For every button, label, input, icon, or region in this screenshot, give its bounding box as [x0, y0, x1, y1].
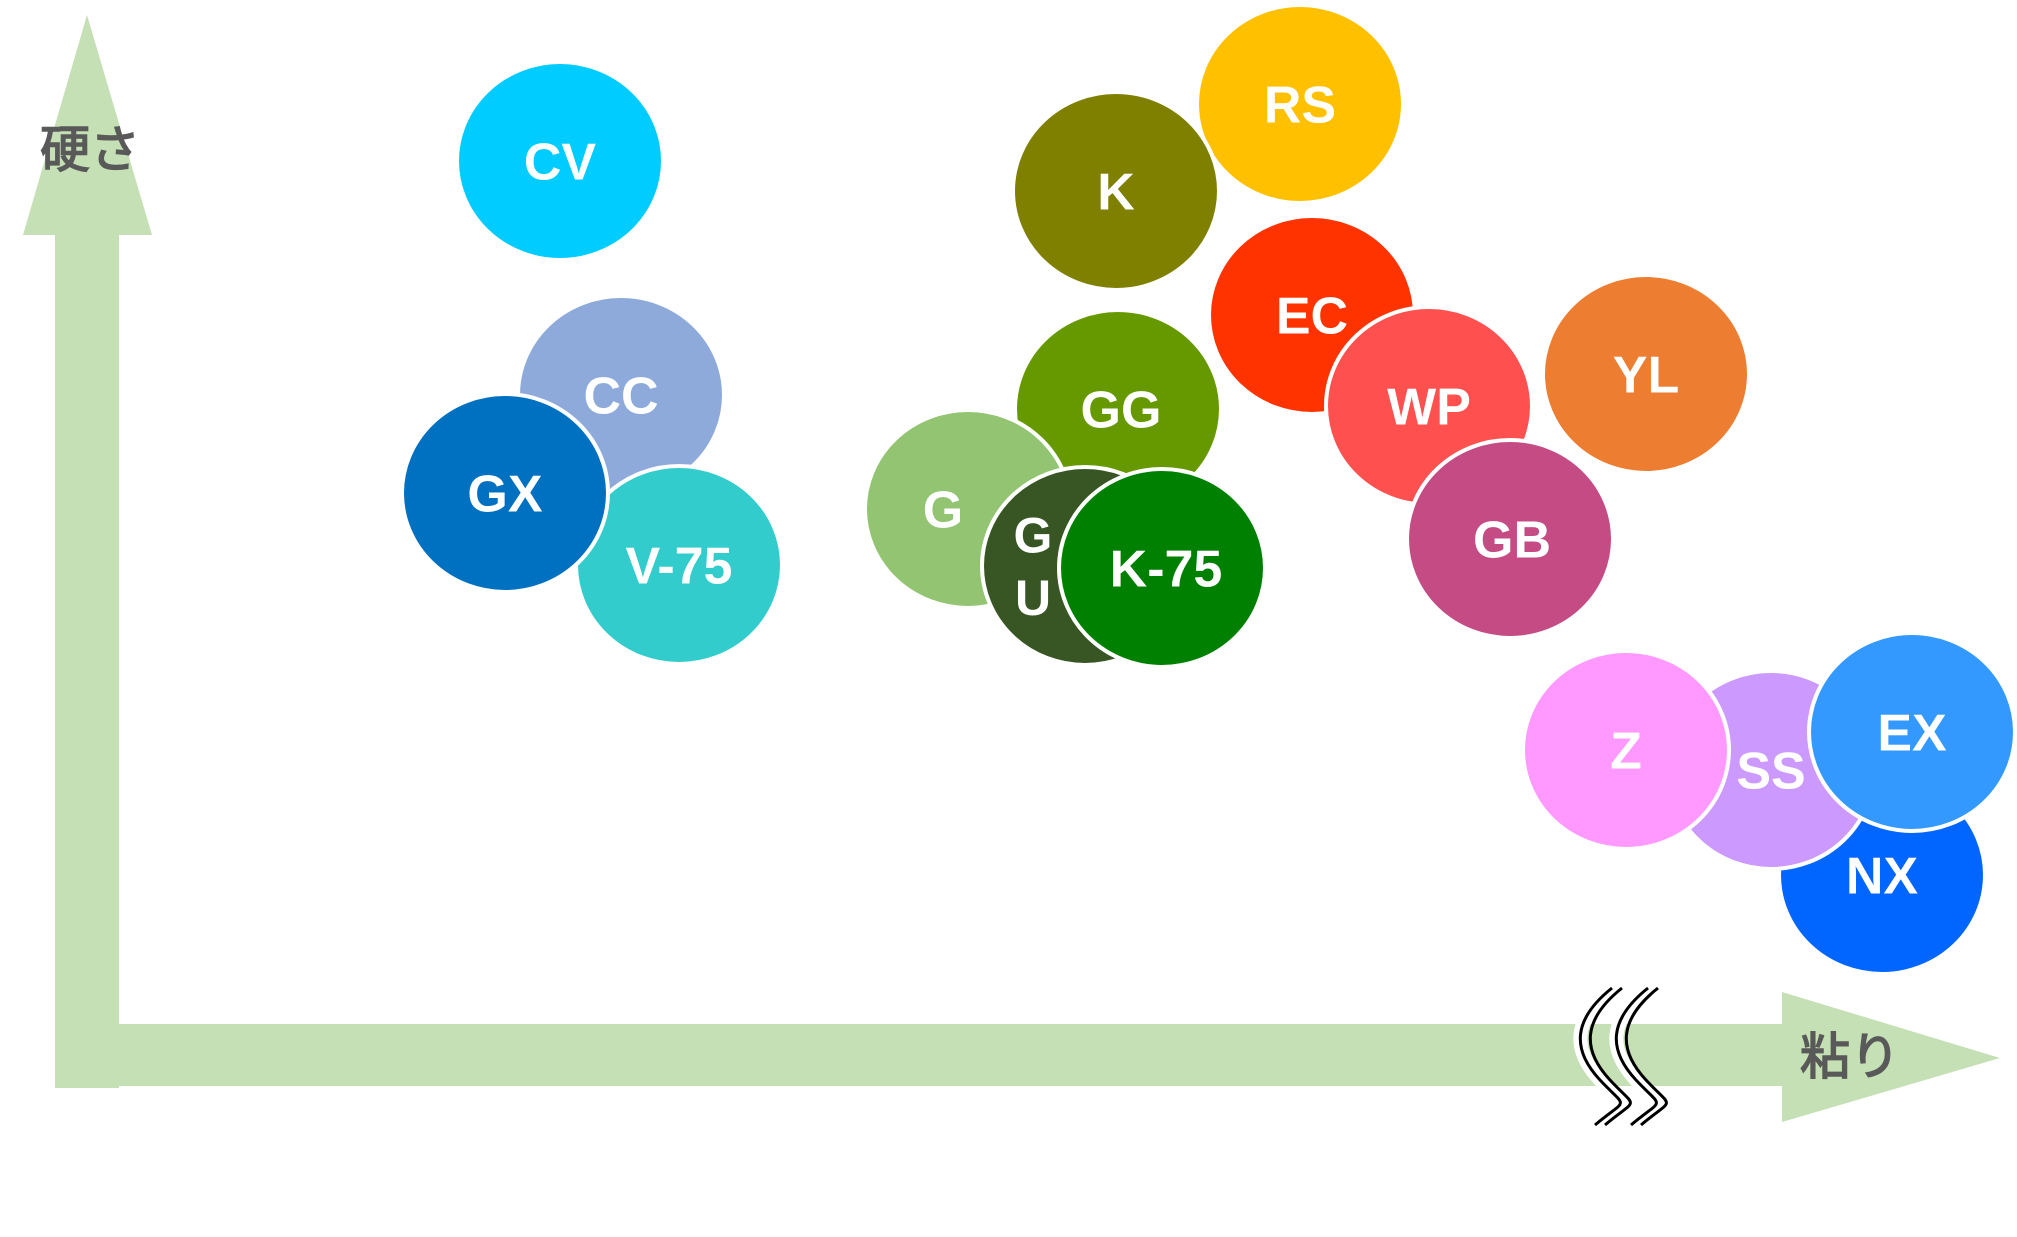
- bubble-ex: EX: [1807, 631, 2017, 833]
- bubble-rs-label: RS: [1264, 77, 1336, 135]
- y-axis-label: 硬さ: [40, 121, 140, 179]
- bubble-rs: RS: [1195, 3, 1405, 205]
- x-axis-shaft: [110, 1024, 1790, 1086]
- bubble-gb-label: GB: [1473, 512, 1551, 570]
- wavy-break-line-2-stroke-b: [1624, 986, 1668, 1127]
- bubble-cc-label: CC: [583, 368, 658, 426]
- bubble-z-circle: [1521, 649, 1731, 851]
- bubble-gb-circle: [1405, 438, 1615, 640]
- bubble-gx: GX: [400, 392, 610, 594]
- x-axis-label: 粘り: [1800, 1028, 1900, 1086]
- bubble-ex-circle: [1807, 631, 2017, 833]
- y-axis-arrowhead: [23, 15, 152, 235]
- bubble-cv: CV: [455, 60, 665, 262]
- bubble-g-label: G: [923, 482, 963, 540]
- bubble-gg-label: GG: [1081, 382, 1162, 440]
- bubble-yl-circle: [1541, 273, 1751, 475]
- bubble-gx-label: GX: [467, 466, 542, 524]
- bubble-yl-label: YL: [1613, 347, 1679, 405]
- bubble-gg: GG: [1013, 308, 1223, 510]
- y-axis-shaft: [55, 232, 119, 1088]
- bubble-ex-label: EX: [1877, 705, 1947, 763]
- bubble-k-75-circle: [1057, 467, 1267, 669]
- bubble-k-circle: [1011, 90, 1221, 292]
- bubble-cv-circle: [455, 60, 665, 262]
- wavy-break-icon: [1573, 982, 1668, 1131]
- bubble-v-75-label: V-75: [626, 538, 733, 596]
- bubble-k-75: K-75: [1057, 467, 1267, 669]
- bubble-wp-label: WP: [1387, 379, 1471, 437]
- bubble-k-75-label: K-75: [1110, 541, 1223, 599]
- bubble-cv-label: CV: [524, 134, 597, 192]
- bubble-z-label: Z: [1610, 723, 1642, 781]
- wavy-break-line-1-stroke-b: [1588, 986, 1632, 1127]
- bubble-ec-label: EC: [1276, 288, 1348, 346]
- wavy-break-line-2-stroke: [1614, 986, 1658, 1127]
- bubble-ss-label: SS: [1736, 743, 1805, 801]
- y-axis-arrow: [23, 15, 152, 1088]
- x-axis-arrowhead: [1782, 992, 2000, 1122]
- bubble-z: Z: [1521, 649, 1731, 851]
- bubble-gb: GB: [1405, 438, 1615, 640]
- bubble-k: K: [1011, 90, 1221, 292]
- bubble-gx-circle: [400, 392, 610, 594]
- bubble-yl: YL: [1541, 273, 1751, 475]
- bubble-rs-circle: [1195, 3, 1405, 205]
- bubble-k-label: K: [1097, 164, 1135, 222]
- wavy-break-line-1-stroke: [1578, 986, 1622, 1127]
- bubble-nx-label: NX: [1846, 848, 1919, 906]
- x-axis-arrow: [110, 992, 2000, 1122]
